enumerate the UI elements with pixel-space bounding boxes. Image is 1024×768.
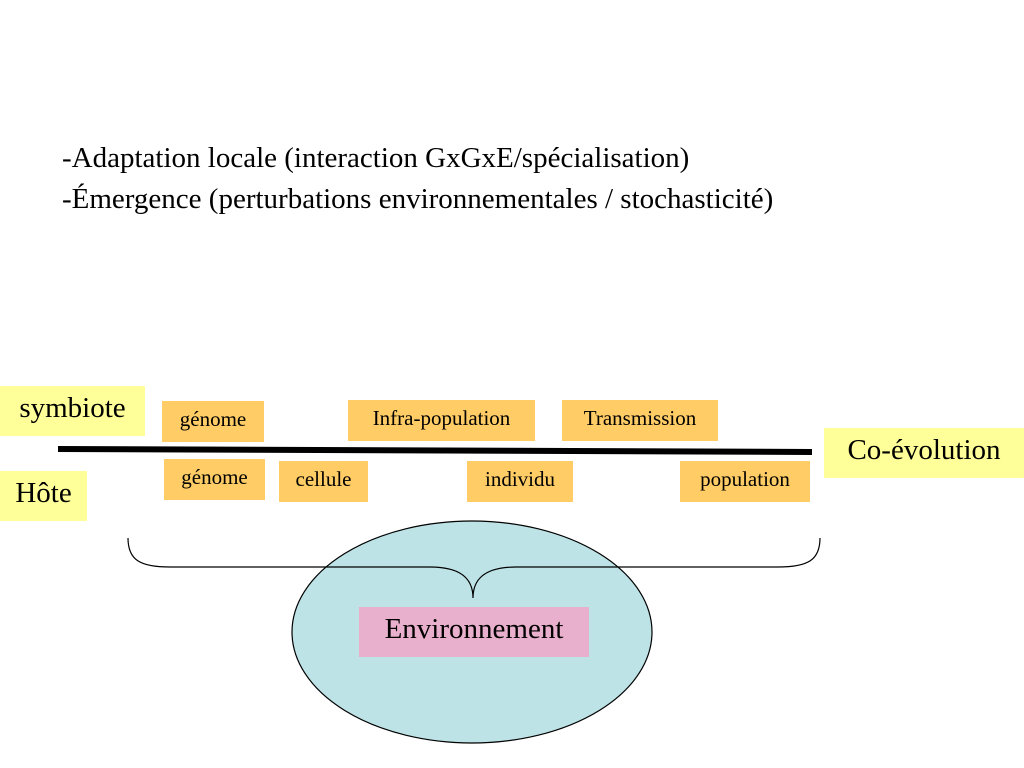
symbiote-level-genome: génome xyxy=(162,401,264,442)
host-level-individu: individu xyxy=(467,461,573,502)
curly-brace xyxy=(127,537,821,599)
symbiote-level-transmission: Transmission xyxy=(562,400,718,441)
symbiote-level-infra-population: Infra-population xyxy=(348,400,535,441)
bullet-list: -Adaptation locale (interaction GxGxE/sp… xyxy=(62,138,773,220)
environment-label: Environnement xyxy=(359,607,589,657)
separator-line xyxy=(57,446,813,455)
bullet-adaptation: -Adaptation locale (interaction GxGxE/sp… xyxy=(62,142,690,174)
host-level-cellule: cellule xyxy=(279,461,368,502)
coevolution-label: Co-évolution xyxy=(824,428,1024,478)
symbiote-label: symbiote xyxy=(0,386,145,436)
bullet-emergence: -Émergence (perturbations environnementa… xyxy=(62,183,774,215)
host-level-population: population xyxy=(680,461,810,502)
host-label: Hôte xyxy=(0,471,87,521)
host-level-genome: génome xyxy=(164,459,265,500)
